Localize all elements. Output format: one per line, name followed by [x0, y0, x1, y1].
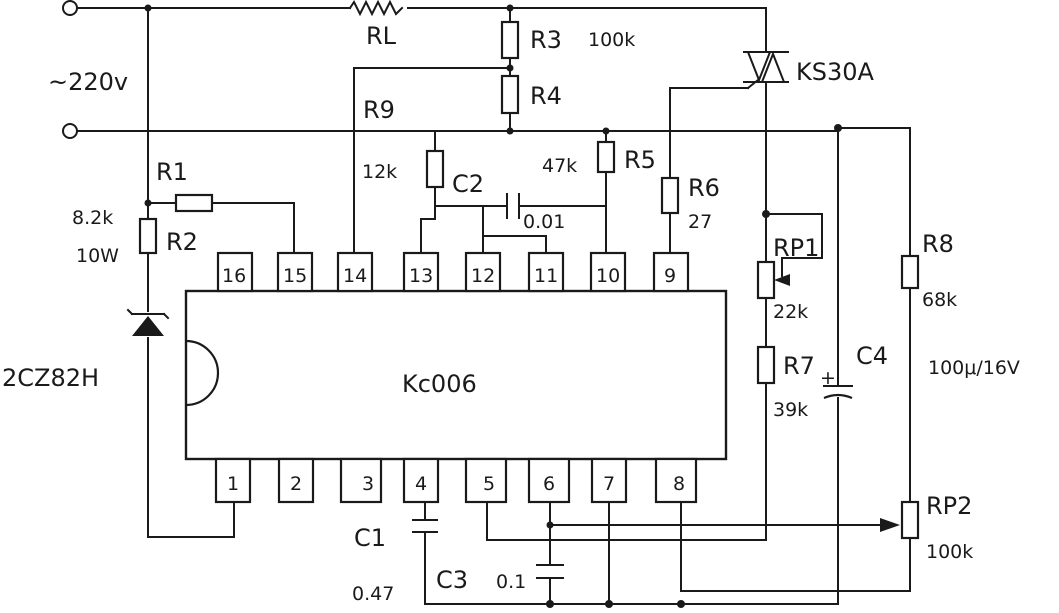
rp2-value: 100k: [926, 541, 973, 563]
pin-2: 2: [290, 473, 302, 495]
rl-symbol: [348, 0, 404, 17]
r9-value: 12k: [362, 161, 397, 183]
r3-value: 100k: [588, 29, 635, 51]
supply-terminal-bottom: [62, 123, 78, 139]
r7-resistor: [756, 345, 776, 385]
ic-top-pins: 16 15 14 13 12 11 10 9: [216, 251, 690, 293]
r6-value: 27: [688, 211, 712, 233]
zener-diode: [126, 308, 170, 336]
r1-label: R1: [156, 158, 188, 186]
r4-resistor: [500, 74, 520, 115]
pin-5: 5: [483, 473, 495, 495]
wiring: [77, 7, 911, 605]
r1-resistor: [174, 193, 214, 213]
c1-label: C1: [354, 524, 386, 552]
pin-11: 11: [534, 265, 558, 287]
supply-terminal-top: [62, 0, 78, 16]
pin-16: 16: [222, 265, 246, 287]
pin-9: 9: [664, 265, 676, 287]
r8-value: 68k: [922, 289, 957, 311]
r5-label: R5: [624, 146, 656, 174]
c2-label: C2: [452, 170, 484, 198]
c3-label: C3: [436, 566, 468, 594]
triac-symbol: [743, 51, 789, 90]
r6-label: R6: [688, 174, 720, 202]
pin-15: 15: [283, 265, 307, 287]
pin-13: 13: [409, 265, 433, 287]
ic-kc006: Kc006: [184, 289, 728, 461]
r3-resistor: [500, 20, 520, 60]
pin-6: 6: [543, 473, 555, 495]
r7-label: R7: [783, 352, 815, 380]
triac-label: KS30A: [796, 58, 875, 86]
pin-14: 14: [343, 265, 367, 287]
rp1-value: 22k: [773, 301, 808, 323]
rp1-potentiometer: [756, 257, 790, 300]
r2-value: 8.2k: [72, 207, 113, 229]
c1-value: 0.47: [352, 583, 394, 605]
r7-value: 39k: [773, 399, 808, 421]
r2-power: 10W: [76, 245, 119, 267]
r2-resistor: [138, 217, 158, 255]
pin-3: 3: [362, 473, 374, 495]
ic-name: Kc006: [402, 370, 477, 398]
pin-7: 7: [603, 473, 615, 495]
r9-label: R9: [363, 96, 395, 124]
pin-8: 8: [673, 473, 685, 495]
supply-voltage-label: ~220v: [48, 68, 128, 96]
c3-capacitor: [536, 564, 564, 579]
rp1-label: RP1: [773, 234, 819, 262]
rl-label: RL: [366, 22, 397, 50]
pin-10: 10: [596, 265, 620, 287]
r3-label: R3: [530, 26, 562, 54]
pin-12: 12: [471, 265, 495, 287]
c4-value: 100μ/16V: [928, 357, 1020, 379]
r4-label: R4: [530, 82, 562, 110]
c3-value: 0.1: [496, 571, 526, 593]
r2-label: R2: [166, 228, 198, 256]
r6-resistor: [660, 176, 680, 215]
r8-label: R8: [922, 230, 954, 258]
r5-resistor: [596, 140, 616, 174]
c1-capacitor: [412, 519, 438, 533]
pin-4: 4: [415, 473, 427, 495]
r5-value: 47k: [542, 155, 577, 177]
c2-value: 0.01: [523, 211, 565, 233]
svg-text:+: +: [820, 367, 836, 389]
r8-resistor: [900, 254, 920, 290]
ic-bottom-pins: 1 2 3 4 5 6 7 8: [214, 457, 698, 504]
c4-capacitor: +: [820, 367, 853, 400]
junction-dots: [144, 4, 842, 608]
rp2-potentiometer: [880, 500, 920, 540]
c2-capacitor: [506, 193, 520, 219]
rp2-label: RP2: [926, 492, 972, 520]
zener-label: 2CZ82H: [2, 364, 99, 392]
pin-1: 1: [227, 473, 239, 495]
c4-label: C4: [856, 342, 888, 370]
r9-resistor: [425, 149, 445, 189]
